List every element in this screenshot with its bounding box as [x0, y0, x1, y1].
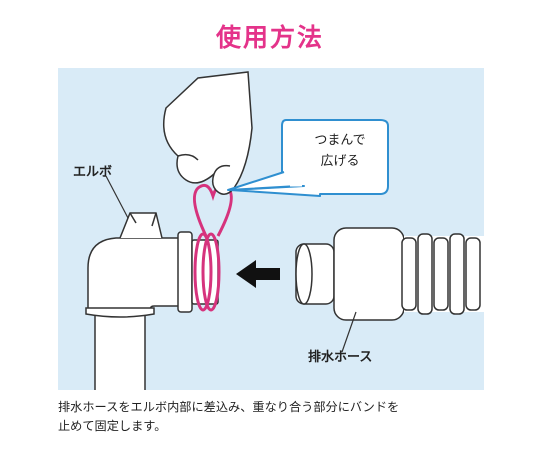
elbow-leader-line: [105, 175, 129, 219]
hose-ridge: [401, 237, 417, 311]
hand-shape: [163, 71, 253, 195]
elbow-socket: [177, 231, 193, 313]
speech-bubble: [227, 119, 389, 197]
instruction-caption: 排水ホースをエルボ内部に差込み、重なり合う部分にバンドを 止めて固定します。: [58, 398, 498, 436]
diagram-panel: エルボ 排水ホース つまんで 広げる: [58, 68, 484, 390]
hose-ridge: [449, 233, 465, 315]
bubble-line-2: 広げる: [320, 154, 360, 169]
elbow-label: エルボ: [73, 165, 113, 180]
band: [192, 183, 233, 312]
bubble-text: つまんで 広げる: [294, 130, 386, 172]
band-loop: [192, 183, 233, 237]
hose-leader-line: [341, 311, 357, 353]
hose-ridge: [465, 237, 481, 311]
hand: [163, 71, 253, 195]
elbow-body: [87, 237, 189, 311]
hose-ridge: [433, 237, 449, 311]
elbow-collar: [85, 307, 155, 318]
drain-pipe: [94, 305, 146, 390]
hose-sleeve: [333, 227, 405, 321]
hose-ridge: [417, 233, 433, 315]
caption-line-1: 排水ホースをエルボ内部に差込み、重なり合う部分にバンドを: [58, 400, 400, 414]
elbow-tab: [119, 212, 163, 239]
instruction-illustration: [85, 71, 484, 390]
elbow-pipe: [85, 212, 219, 390]
drain-hose: [295, 227, 484, 321]
caption-line-2: 止めて固定します。: [58, 419, 167, 433]
page-title: 使用方法: [215, 23, 324, 52]
bubble-line-1: つまんで: [314, 133, 366, 148]
hose-label: 排水ホース: [308, 350, 373, 365]
insert-arrow: [236, 260, 280, 288]
